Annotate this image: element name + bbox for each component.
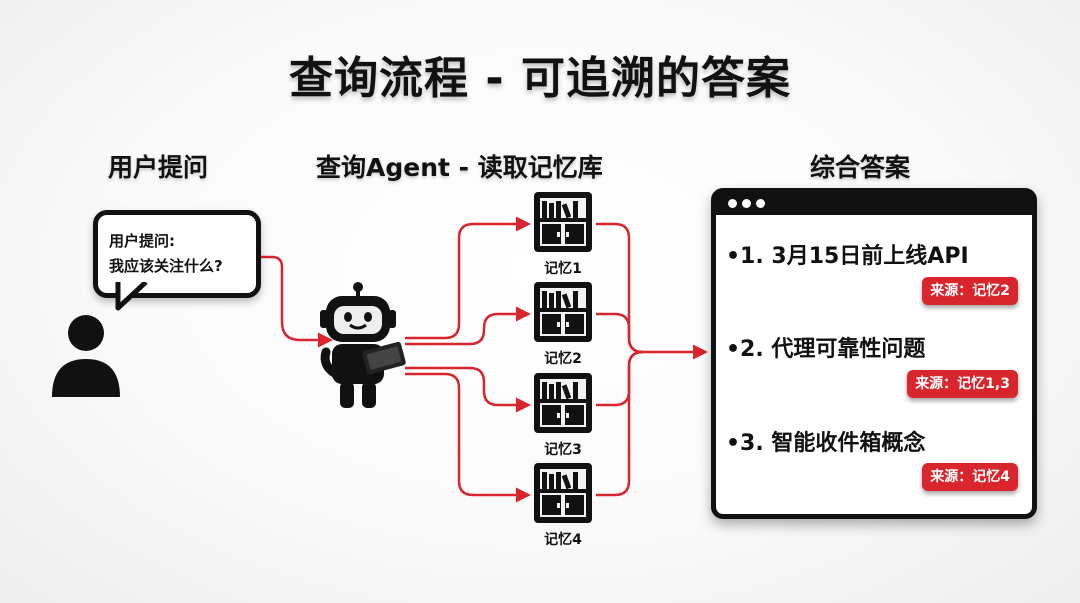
window-titlebar xyxy=(716,193,1032,215)
bookshelf-icon xyxy=(534,373,592,433)
source-badge-3: 来源：记忆4 xyxy=(922,463,1018,491)
connector-agent-to-memory-2 xyxy=(405,306,531,346)
memory-label-4: 记忆4 xyxy=(544,532,582,548)
answer-window: •1. 3月15日前上线API 来源：记忆2 •2. 代理可靠性问题 来源：记忆… xyxy=(711,188,1037,519)
question-label: 用户提问: xyxy=(109,232,175,250)
bubble-tail-icon xyxy=(115,280,148,311)
connector-memory-4-to-answer xyxy=(596,350,644,497)
memory-label-1: 记忆1 xyxy=(544,261,582,277)
window-dot-icon xyxy=(728,199,737,208)
connector-memory-1-to-answer xyxy=(596,222,644,354)
connector-question-to-agent xyxy=(258,255,333,348)
bookshelf-icon xyxy=(534,463,592,523)
connector-memory-2-to-answer xyxy=(596,312,644,354)
section-title-answer: 综合答案 xyxy=(810,153,911,182)
connector-agent-to-memory-4 xyxy=(405,372,531,503)
user-icon xyxy=(52,315,120,397)
connector-agent-to-memory-3 xyxy=(405,366,531,413)
bookshelf-icon xyxy=(534,282,592,342)
question-content: 我应该关注什么? xyxy=(109,257,223,275)
memory-label-3: 记忆3 xyxy=(544,442,582,458)
memory-label-2: 记忆2 xyxy=(544,351,582,367)
source-badge-2: 来源：记忆1,3 xyxy=(907,370,1018,398)
bookshelf-icon xyxy=(534,192,592,252)
section-title-user: 用户提问 xyxy=(108,153,209,182)
section-title-agent: 查询Agent - 读取记忆库 xyxy=(316,153,603,182)
connector-agent-to-memory-1 xyxy=(405,216,531,340)
question-text: 用户提问: 我应该关注什么? xyxy=(109,229,223,279)
source-badge-1: 来源：记忆2 xyxy=(922,277,1018,305)
window-dot-icon xyxy=(756,199,765,208)
robot-icon xyxy=(320,282,406,408)
answer-item-2: •2. 代理可靠性问题 xyxy=(726,337,926,362)
answer-item-1: •1. 3月15日前上线API xyxy=(726,244,969,269)
answer-item-3: •3. 智能收件箱概念 xyxy=(726,431,926,456)
window-dot-icon xyxy=(742,199,751,208)
page-title: 查询流程 - 可追溯的答案 xyxy=(289,53,791,104)
